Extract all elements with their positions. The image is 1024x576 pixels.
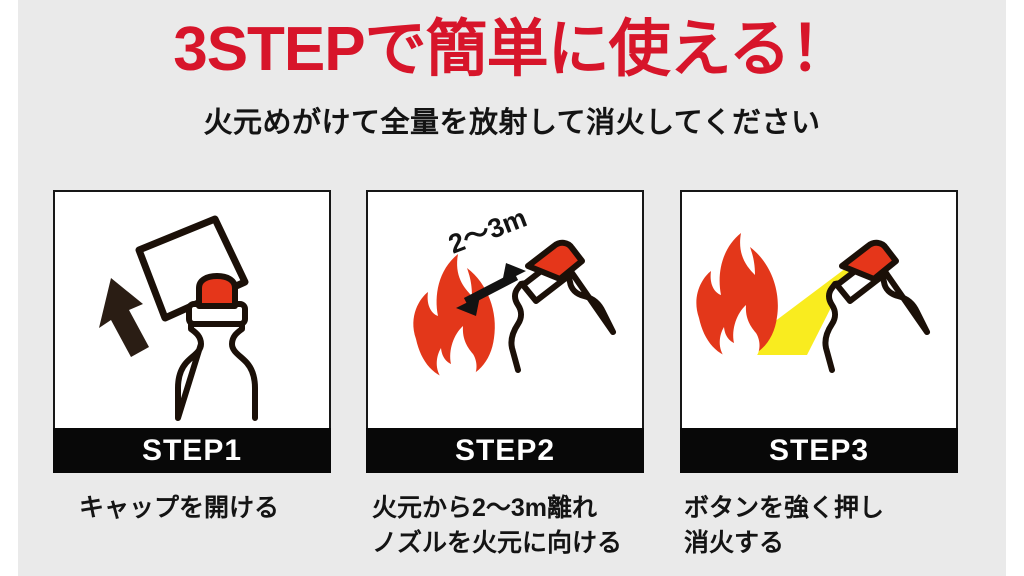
step-1-illustration: [53, 190, 331, 428]
up-arrow-icon: [99, 278, 149, 357]
step-3-label: STEP3: [680, 428, 958, 473]
double-arrow-icon: [456, 263, 526, 316]
page-title: 3STEPで簡単に使える！: [173, 15, 852, 84]
step-1-caption: キャップを開ける: [79, 494, 280, 522]
step-3-artwork: [696, 233, 930, 373]
step-2-illustration: 2〜3m: [366, 190, 644, 428]
step-1-label: STEP1: [53, 428, 331, 473]
page-subtitle: 火元めがけて全量を放射して消火してください: [203, 107, 821, 139]
step-2-label: STEP2: [366, 428, 644, 473]
step-card-2: 2〜3m STEP2 火元から2〜3m離れ ノズルを火元: [366, 190, 646, 561]
distance-label: 2〜3m: [444, 203, 530, 260]
flame-icon: [413, 254, 495, 380]
bottle-button-icon: [196, 273, 238, 309]
spray-bottle-icon: [175, 318, 258, 421]
spray-bottle-tilted-icon: [822, 239, 930, 373]
step-3-caption: ボタンを強く押し 消火する: [684, 494, 885, 557]
step-2-caption: 火元から2〜3m離れ ノズルを火元に向ける: [372, 494, 623, 557]
flame-icon: [696, 233, 778, 359]
step-card-3: STEP3 ボタンを強く押し 消火する: [680, 190, 960, 561]
step-card-1: STEP1 キャップを開ける: [53, 190, 333, 526]
step-1-artwork: [99, 215, 258, 421]
spray-bottle-tilted-icon: [508, 239, 616, 373]
step-3-illustration: [680, 190, 958, 428]
step-2-artwork: 2〜3m: [413, 203, 616, 380]
content-canvas: 3STEPで簡単に使える！ 火元めがけて全量を放射して消火してください S: [18, 0, 1006, 576]
